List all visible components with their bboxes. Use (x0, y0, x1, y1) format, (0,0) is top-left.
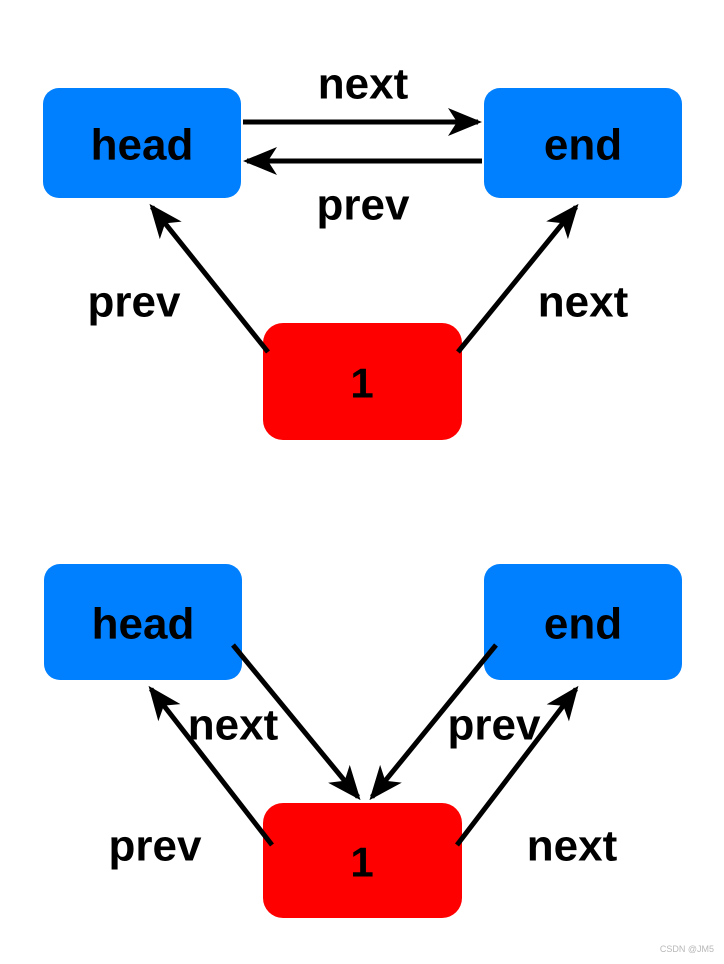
top-edge-label-prev-top: prev (317, 181, 410, 230)
top-edge-label-prev-left: prev (88, 278, 181, 327)
watermark-label: CSDN @JM5 (660, 944, 714, 954)
top-node-1[interactable]: 1 (263, 323, 462, 440)
bottom-edge-node1-prev-head (148, 685, 274, 847)
bottom-node-head-box[interactable] (44, 564, 242, 680)
bottom-node-end-box[interactable] (484, 564, 682, 680)
bottom-diagram: head end 1 next prev prev next (44, 564, 682, 918)
bottom-edge-end-to-node1 (369, 643, 498, 801)
bottom-node-head-label: head (92, 600, 195, 649)
top-node-1-box[interactable] (263, 323, 462, 440)
bottom-node-end[interactable]: end (484, 564, 682, 680)
top-node-1-label: 1 (350, 360, 373, 407)
bottom-node-end-label: end (544, 600, 622, 649)
top-edge-label-next-top: next (318, 60, 409, 109)
top-edge-node1-prev-head (149, 203, 270, 354)
bottom-edge-label-prev-right: prev (448, 701, 541, 750)
top-diagram: head end 1 next prev prev next (43, 60, 682, 440)
bottom-edge-head-to-node1 (231, 643, 361, 801)
top-node-head-box[interactable] (43, 88, 241, 198)
bottom-node-1-box[interactable] (263, 803, 462, 918)
top-node-head-label: head (91, 121, 194, 170)
bottom-edge-label-next-right: next (527, 822, 618, 871)
top-node-end[interactable]: end (484, 88, 682, 198)
bottom-edge-label-next-left: next (188, 701, 279, 750)
top-node-end-box[interactable] (484, 88, 682, 198)
bottom-edge-node1-next-end (455, 685, 579, 847)
top-node-head[interactable]: head (43, 88, 241, 198)
bottom-node-head[interactable]: head (44, 564, 242, 680)
bottom-node-1-label: 1 (350, 839, 373, 886)
bottom-node-1[interactable]: 1 (263, 803, 462, 918)
top-edge-node1-next-end (456, 203, 579, 354)
top-edge-label-next-right: next (538, 278, 629, 327)
top-node-end-label: end (544, 121, 622, 170)
bottom-edge-label-prev-left: prev (109, 822, 202, 871)
